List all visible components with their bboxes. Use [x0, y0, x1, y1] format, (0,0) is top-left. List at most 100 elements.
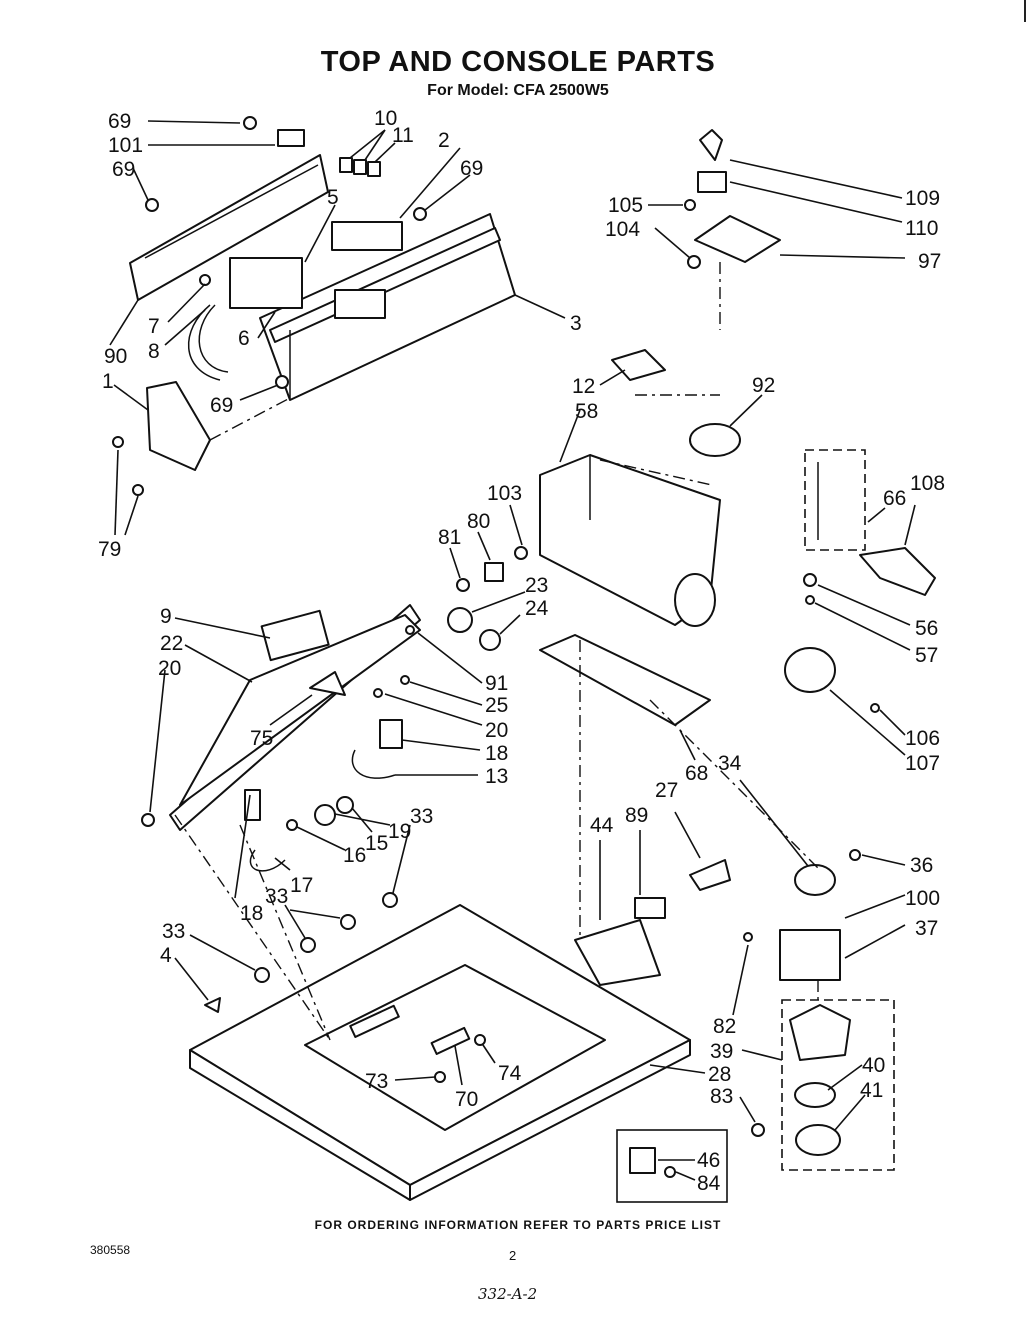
callout-107: 107	[905, 752, 940, 775]
callout-79: 79	[98, 538, 121, 561]
callout-7: 7	[148, 315, 160, 338]
part-84	[664, 1166, 676, 1178]
grommet-33a	[382, 892, 398, 908]
knob-11b	[367, 161, 381, 177]
callout-84: 84	[697, 1172, 721, 1195]
document-number: 380558	[90, 1243, 131, 1257]
callout-80: 80	[467, 510, 490, 533]
callout-40: 40	[862, 1054, 885, 1077]
callout-46: 46	[697, 1149, 720, 1172]
callout-91: 91	[485, 672, 508, 695]
callout-6: 6	[238, 327, 250, 350]
knob-11a	[353, 159, 367, 175]
bumper-24	[479, 629, 501, 651]
screw-82	[743, 932, 753, 942]
screw-69a	[243, 116, 257, 130]
callout-69c: 69	[460, 157, 483, 180]
plate-12	[611, 349, 666, 381]
lock-110	[697, 171, 727, 193]
nut-104	[687, 255, 701, 269]
lid-assembly	[141, 604, 501, 872]
callout-89: 89	[625, 804, 648, 827]
callout-57: 57	[915, 644, 938, 667]
callout-68: 68	[685, 762, 708, 785]
callout-108: 108	[910, 472, 945, 495]
control-bracket	[331, 221, 403, 251]
pin-18b	[244, 789, 261, 821]
callout-82: 82	[713, 1015, 736, 1038]
washer-16	[286, 819, 298, 831]
mid-components	[539, 634, 861, 986]
lid-switch-assembly	[684, 129, 781, 330]
callout-37: 37	[915, 917, 938, 940]
screw-20b	[373, 688, 383, 698]
callout-58: 58	[575, 400, 598, 423]
callout-104: 104	[605, 218, 640, 241]
hinge-9	[260, 609, 330, 662]
ordering-footer: FOR ORDERING INFORMATION REFER TO PARTS …	[314, 1218, 722, 1232]
callout-56: 56	[915, 617, 938, 640]
pin-18a	[379, 719, 403, 749]
latch-75	[309, 671, 346, 696]
callout-81: 81	[438, 526, 461, 549]
screw-36	[849, 849, 861, 861]
callout-33c: 33	[162, 920, 185, 943]
callout-8: 8	[148, 340, 160, 363]
pad-4	[204, 997, 221, 1013]
callout-18a: 18	[485, 742, 508, 765]
callout-33b: 33	[265, 885, 288, 908]
screw-106	[870, 703, 880, 713]
callout-33a: 33	[410, 805, 433, 828]
callout-19: 19	[388, 820, 411, 843]
motor-107	[784, 647, 836, 693]
box-39	[781, 999, 895, 1171]
motor-switch-group	[784, 449, 936, 713]
callout-15: 15	[365, 832, 388, 855]
callout-9: 9	[160, 605, 172, 628]
knob-10	[339, 157, 353, 173]
switch-block	[229, 257, 303, 309]
spring-17	[249, 849, 286, 872]
callout-20b: 20	[485, 719, 508, 742]
callout-25: 25	[485, 694, 508, 717]
bumper-15	[336, 796, 354, 814]
callout-13: 13	[485, 765, 508, 788]
callout-97: 97	[918, 250, 941, 273]
callout-101: 101	[108, 134, 143, 157]
callout-73: 73	[365, 1070, 388, 1093]
leader-lines	[109, 120, 916, 1181]
inset-46-84	[616, 1129, 728, 1203]
screw-69c	[413, 207, 427, 221]
screw-25	[400, 675, 410, 685]
screw-81	[456, 578, 470, 592]
callout-39: 39	[710, 1040, 733, 1063]
callout-69a: 69	[108, 110, 131, 133]
callout-12: 12	[572, 375, 595, 398]
callout-5: 5	[327, 186, 339, 209]
callout-10: 10	[374, 107, 397, 130]
callout-36: 36	[910, 854, 933, 877]
screw-69b	[145, 198, 159, 212]
callout-100: 100	[905, 887, 940, 910]
screw-69d	[275, 375, 289, 389]
part-46	[629, 1147, 656, 1174]
box-44	[574, 919, 661, 986]
console-back-panel	[129, 154, 329, 301]
grommet-33b1	[300, 937, 316, 953]
callout-18b: 18	[240, 902, 263, 925]
washer-103	[514, 546, 528, 560]
screw-73	[434, 1071, 446, 1083]
page-number: 2	[509, 1248, 517, 1263]
screw-105	[684, 199, 696, 211]
bumper-19	[314, 804, 336, 826]
screw-7	[199, 274, 211, 286]
callout-69b: 69	[112, 158, 135, 181]
screw-91	[405, 625, 415, 635]
box-66	[804, 449, 866, 551]
callout-20a: 20	[158, 657, 181, 680]
callout-3: 3	[570, 312, 582, 335]
callout-11: 11	[392, 124, 414, 147]
switch-34	[794, 864, 836, 896]
callout-16: 16	[343, 844, 366, 867]
callout-103: 103	[487, 482, 522, 505]
